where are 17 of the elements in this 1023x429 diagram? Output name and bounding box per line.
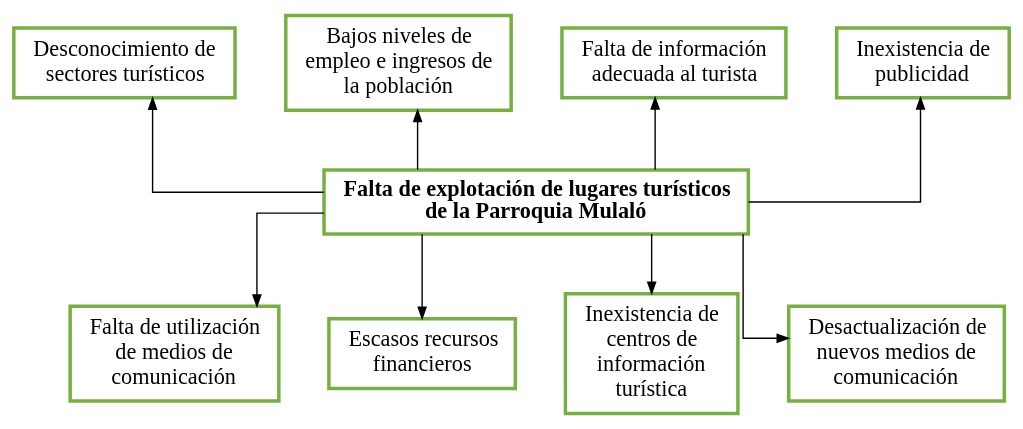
node-box: Inexistencia de centros de información turística (563, 292, 740, 416)
arrow (742, 233, 791, 344)
node-box: Bajos niveles de empleo e ingresos de la población (284, 13, 513, 112)
node-box: Falta de explotación de lugares turísticos de la Parroquia Mulaló (322, 168, 751, 236)
arrow (747, 95, 926, 203)
arrow (252, 212, 325, 309)
node-box: Inexistencia de publicidad (834, 26, 1011, 100)
arrow (650, 95, 660, 171)
node-box: Desconocimiento de sectores turísticos (12, 26, 237, 100)
node-box: Falta de información adecuada al turista (560, 26, 788, 100)
arrow (412, 108, 423, 171)
node-box: Escasos recursos financieros (327, 317, 518, 391)
arrow (147, 96, 325, 193)
arrow (417, 233, 427, 321)
node-box: Falta de utilización de medios de comunicación (68, 304, 281, 403)
node-box: Desactualización de nuevos medios de comunicación (786, 304, 1007, 403)
arrow (646, 233, 657, 296)
